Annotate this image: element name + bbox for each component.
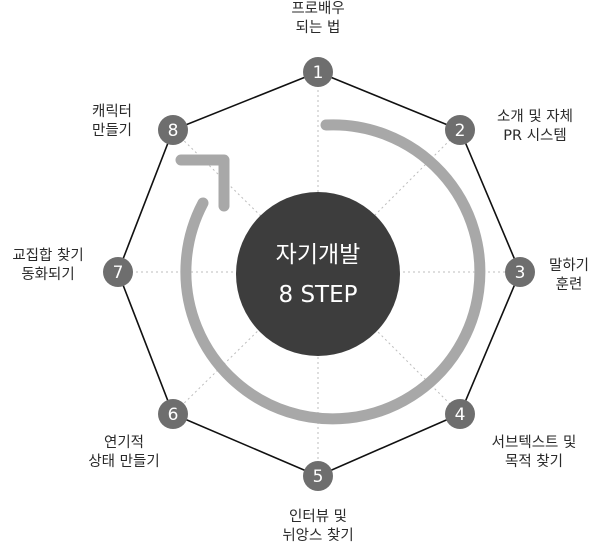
center-title: 자기개발: [276, 242, 361, 268]
spokes: [118, 72, 520, 476]
step-node-1: 1: [303, 57, 333, 87]
step-node-7: 7: [103, 257, 133, 287]
step-label-line2: 훈련: [555, 277, 583, 293]
step-node-5: 5: [303, 461, 333, 491]
step-label-line1: 말하기: [548, 258, 590, 274]
step-label-7: 교집합 찾기 동화되기: [0, 247, 96, 285]
step-label-2: 소개 및 자체 PR 시스템: [475, 108, 595, 146]
step-node-8: 8: [158, 115, 188, 145]
step-label-line2: 동화되기: [21, 267, 75, 283]
spoke-4: [317, 271, 461, 415]
step-number: 3: [515, 263, 526, 283]
spoke-2: [317, 129, 461, 273]
step-label-line1: 연기적: [103, 435, 145, 451]
step-number: 5: [313, 467, 324, 487]
cycle-arrow: [180, 119, 486, 425]
step-label-line1: 소개 및 자체: [497, 109, 573, 125]
center-circle: [236, 192, 400, 356]
cycle-arrow-head: [175, 154, 230, 212]
step-node-2: 2: [445, 115, 475, 145]
step-label-3: 말하기 훈련: [537, 257, 601, 295]
step-label-line2: 되는 법: [295, 20, 341, 36]
step-node-4: 4: [445, 399, 475, 429]
step-label-1: 프로배우 되는 법: [268, 0, 368, 38]
step-number: 7: [113, 263, 124, 283]
step-node-6: 6: [158, 399, 188, 429]
step-label-line2: 목적 찾기: [505, 454, 563, 470]
center-subtitle: 8 STEP: [279, 282, 358, 308]
step-label-line1: 교집합 찾기: [12, 248, 84, 264]
step-label-line2: PR 시스템: [503, 128, 567, 144]
step-label-line1: 서브텍스트 및: [491, 435, 577, 451]
step-label-line1: 프로배우: [291, 1, 345, 17]
step-label-line1: 캐릭터: [91, 104, 133, 120]
step-node-3: 3: [505, 257, 535, 287]
step-label-6: 연기적 상태 만들기: [64, 434, 184, 472]
step-label-line2: 상태 만들기: [88, 454, 160, 470]
step-label-line1: 인터뷰 및: [289, 509, 347, 525]
step-label-line2: 만들기: [91, 123, 133, 139]
step-number: 1: [313, 63, 324, 83]
step-label-4: 서브텍스트 및 목적 찾기: [470, 434, 598, 472]
step-number: 8: [168, 121, 179, 141]
step-number: 4: [455, 405, 466, 425]
step-label-5: 인터뷰 및 뉘앙스 찾기: [258, 508, 378, 546]
spoke-8: [172, 129, 319, 273]
step-label-line2: 뉘앙스 찾기: [282, 528, 354, 544]
step-label-8: 캐릭터 만들기: [72, 103, 152, 141]
step-number: 6: [168, 405, 179, 425]
step-number: 2: [455, 121, 466, 141]
spoke-6: [172, 271, 319, 415]
